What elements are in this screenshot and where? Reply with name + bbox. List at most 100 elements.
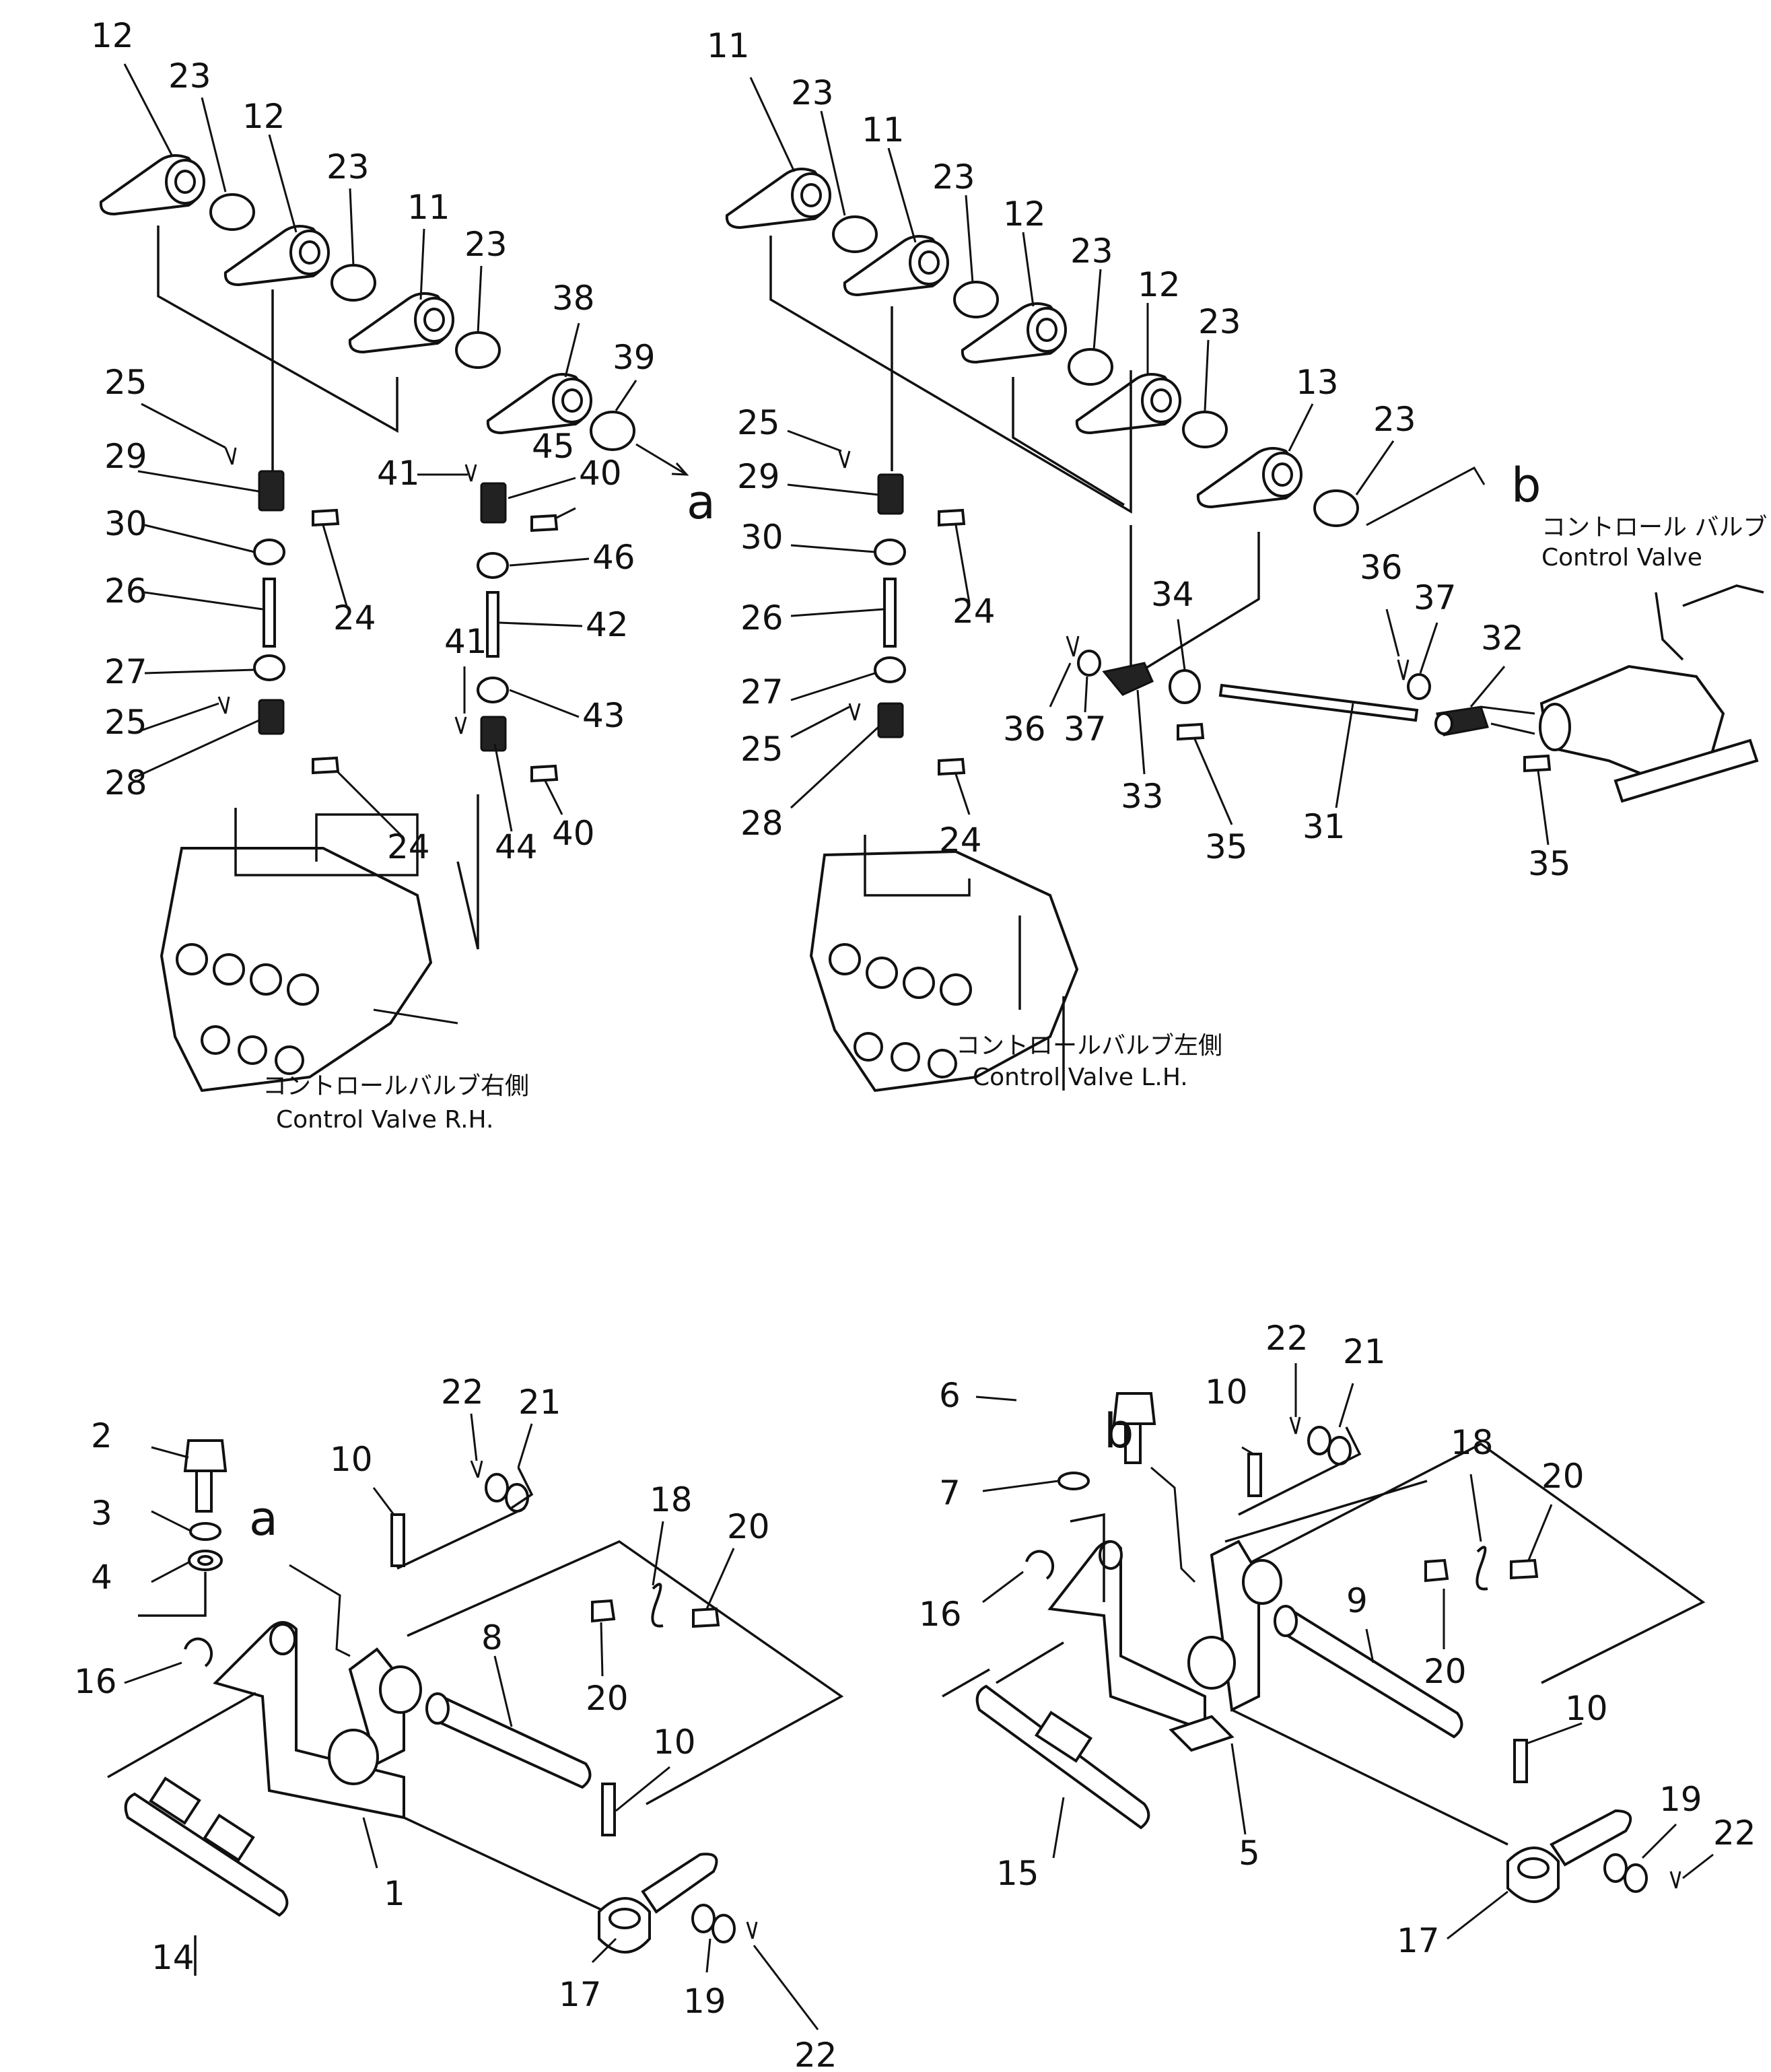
bushing-23-f <box>1068 348 1113 386</box>
callout-16: 16 <box>74 1662 117 1701</box>
callout-33: 33 <box>1121 777 1164 816</box>
leader-lines <box>123 63 1714 2030</box>
bushing-23-a <box>209 193 255 231</box>
callout-23: 23 <box>168 57 211 96</box>
callout-1: 1 <box>384 1874 405 1913</box>
caption-control-valve-jp: コントロール バルブ <box>1541 514 1767 541</box>
pin-10-d <box>1513 1739 1528 1783</box>
callout-27: 27 <box>104 652 147 691</box>
washers-19-b <box>1603 1853 1648 1893</box>
lever-11-b <box>725 168 831 230</box>
callout-46: 46 <box>592 538 635 577</box>
clevis-44 <box>480 716 507 752</box>
bushing-23-c <box>455 331 501 369</box>
callout-9: 9 <box>1346 1581 1368 1620</box>
assembly-lever-1 <box>107 1439 844 1976</box>
callout-19: 19 <box>683 1982 726 2021</box>
callout-30: 30 <box>104 504 147 543</box>
lever-12-c <box>961 302 1067 364</box>
nut-30-b <box>874 539 906 565</box>
callout-4: 4 <box>91 1558 112 1597</box>
cotter-pin-22-d <box>1669 1871 1681 1889</box>
callout-22: 22 <box>794 2036 837 2072</box>
callout-30: 30 <box>740 518 784 557</box>
callout-39: 39 <box>613 338 656 377</box>
lever-bracket-1 <box>213 1621 422 1820</box>
callout-28: 28 <box>104 763 147 802</box>
callout-25: 25 <box>104 703 147 742</box>
spring-18-b <box>1475 1546 1488 1591</box>
lever-33 <box>1102 662 1154 696</box>
callout-22: 22 <box>1265 1319 1309 1358</box>
cotter-pin-41-a <box>464 464 477 482</box>
callout-24: 24 <box>952 592 996 631</box>
nut-34 <box>1169 669 1201 704</box>
rod-31 <box>1218 683 1419 722</box>
callout-23: 23 <box>932 158 975 197</box>
lever-arm-17-b <box>1550 1809 1632 1867</box>
control-valve-lh-body <box>809 835 1079 1093</box>
callout-18: 18 <box>650 1480 693 1519</box>
lever-12-b <box>223 225 330 287</box>
rod-26 <box>263 578 276 648</box>
callout-12: 12 <box>1003 195 1046 234</box>
shaft-8 <box>425 1692 592 1789</box>
callout-10: 10 <box>1565 1689 1608 1728</box>
callout-21: 21 <box>518 1383 561 1422</box>
callout-10: 10 <box>653 1723 696 1762</box>
bolt-35-a <box>1177 722 1205 741</box>
bushing-39 <box>590 411 635 451</box>
bolt-24-c <box>938 508 966 527</box>
callout-44: 44 <box>495 827 538 866</box>
bolt-40-b <box>530 764 559 783</box>
callout-25: 25 <box>737 403 780 442</box>
washer-37-a <box>1077 650 1101 677</box>
cotter-pin-25-d <box>848 703 861 721</box>
washer-37-b <box>1407 673 1431 700</box>
washers-21-b <box>1307 1426 1352 1465</box>
callout-41: 41 <box>444 622 487 661</box>
lever-bracket-5 <box>1047 1540 1282 1752</box>
lever-11-a <box>348 292 454 354</box>
caption-control-valve-lh-en: Control Valve L.H. <box>973 1064 1188 1091</box>
rod-42 <box>486 591 499 658</box>
caption-control-valve-rh-jp: コントロールバルブ右側 <box>263 1072 529 1100</box>
callout-7: 7 <box>939 1474 961 1513</box>
callout-15: 15 <box>996 1854 1039 1893</box>
cotter-pin-41-b <box>454 716 467 734</box>
callout-23: 23 <box>1070 232 1113 271</box>
assembly-control-valve-rh <box>99 154 689 1093</box>
clevis-28-b <box>877 702 904 738</box>
bolt-40-a <box>530 514 559 532</box>
bolt-24-d <box>938 757 966 776</box>
callout-10: 10 <box>330 1440 373 1479</box>
callout-3: 3 <box>91 1494 112 1533</box>
callout-20: 20 <box>727 1507 770 1546</box>
bushing-23-h <box>1313 489 1359 527</box>
callout-11: 11 <box>407 188 450 227</box>
cotter-pin-25-c <box>838 450 851 469</box>
washer-4 <box>188 1550 223 1571</box>
callout-26: 26 <box>740 598 784 637</box>
bushing-23-g <box>1182 411 1228 448</box>
lever-12-a <box>99 154 205 216</box>
callout-20: 20 <box>1541 1457 1585 1496</box>
callout-28: 28 <box>740 804 784 843</box>
callout-25: 25 <box>740 730 784 769</box>
assembly-lever-5 <box>942 1392 1706 1903</box>
callout-23: 23 <box>1373 400 1416 439</box>
callout-40: 40 <box>579 454 622 493</box>
callout-35: 35 <box>1528 844 1571 883</box>
washers-19-a <box>691 1904 736 1943</box>
cotter-pin-22-a <box>470 1460 483 1478</box>
callout-12: 12 <box>91 16 134 55</box>
caption-control-valve-rh-en: Control Valve R.H. <box>276 1106 493 1134</box>
callout-21: 21 <box>1343 1332 1386 1371</box>
bolt-6 <box>1112 1392 1156 1464</box>
callout-32: 32 <box>1481 619 1524 658</box>
callout-14: 14 <box>151 1938 195 1977</box>
lock-washer-3 <box>189 1522 221 1541</box>
callout-17: 17 <box>1397 1921 1440 1960</box>
bolt-20-d <box>1510 1558 1539 1580</box>
callout-38: 38 <box>552 279 595 318</box>
